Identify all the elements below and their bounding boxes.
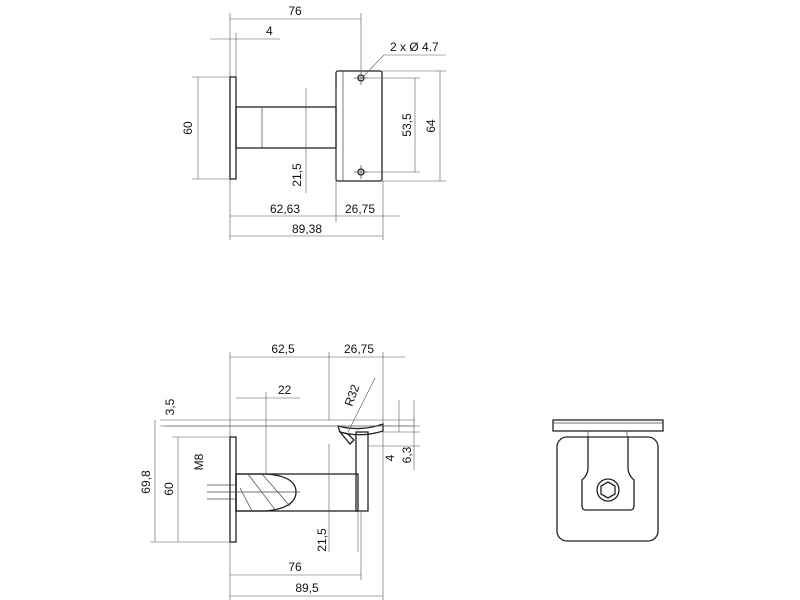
- front-saddle: [552, 419, 664, 432]
- hex-icon: [600, 481, 616, 499]
- dim-m8: M8: [192, 453, 206, 470]
- dim-26-75-side: 26,75: [344, 342, 374, 356]
- dim-6-3: 6,3: [400, 446, 414, 463]
- dim-4-side: 4: [383, 454, 397, 461]
- connecting-bar: [235, 106, 337, 149]
- front-wall-plate: [556, 436, 659, 542]
- side-view: 62,5 26,75 22 R32 3,5 69,8 60 M8 4 6,3: [139, 342, 420, 600]
- front-arm: [581, 437, 635, 511]
- dim-r32: R32: [342, 382, 363, 408]
- side-arm: [235, 473, 359, 512]
- dim-60: 60: [181, 121, 195, 135]
- dim-60-side: 60: [162, 482, 176, 496]
- side-wall-plate: [229, 436, 237, 543]
- front-view: [552, 419, 664, 542]
- dim-69-8: 69,8: [139, 470, 153, 494]
- bolt-tip: [235, 473, 297, 512]
- dim-21-5-side: 21,5: [315, 528, 329, 552]
- dim-53-5: 53,5: [400, 113, 414, 137]
- dim-21-5: 21,5: [290, 163, 304, 187]
- hex-socket-screw: [596, 478, 620, 502]
- dim-62-63: 62,63: [270, 202, 300, 216]
- dim-22: 22: [278, 383, 292, 397]
- dim-64: 64: [424, 119, 438, 133]
- wall-plate: [229, 76, 237, 180]
- dim-26-75: 26,75: [345, 202, 375, 216]
- dim-76: 76: [288, 4, 302, 18]
- top-view: 76 4 2 x Ø 4.7 60 53,5 64 21,5 62,6: [181, 4, 446, 240]
- dim-89-5: 89,5: [295, 581, 319, 595]
- dim-3-5: 3,5: [163, 398, 177, 415]
- dim-76-side: 76: [288, 560, 302, 574]
- dim-holes: 2 x Ø 4.7: [390, 40, 439, 54]
- dim-89-38: 89,38: [292, 222, 322, 236]
- side-upright: [355, 431, 369, 512]
- dim-62-5: 62,5: [271, 342, 295, 356]
- dim-4: 4: [266, 24, 273, 38]
